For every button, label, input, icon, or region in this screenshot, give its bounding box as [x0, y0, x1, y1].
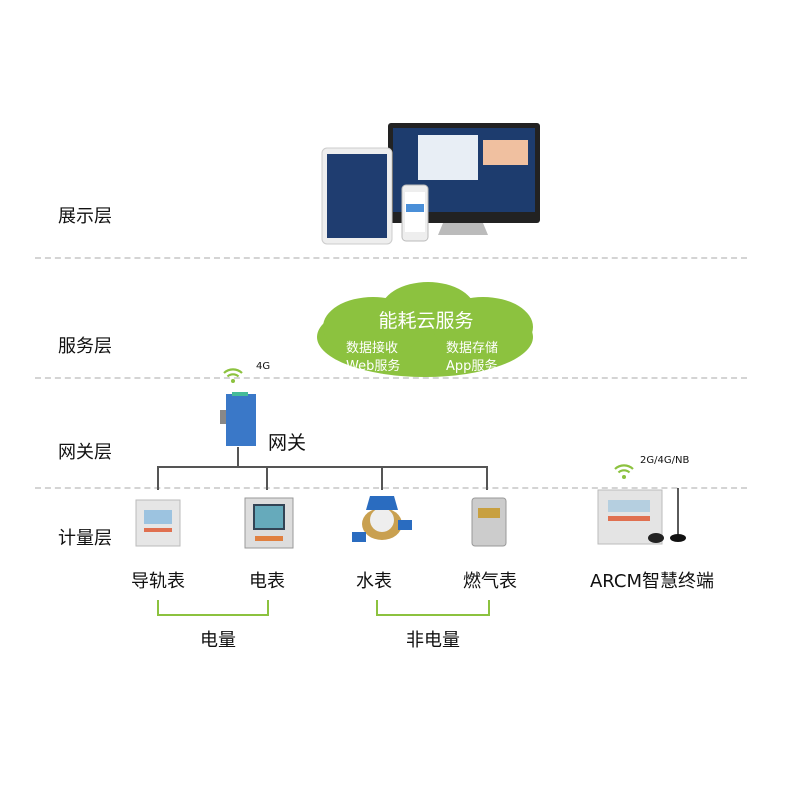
wifi-icon: [614, 464, 634, 479]
terminal-network-label: 2G/4G/NB: [640, 455, 690, 466]
divider: [35, 377, 747, 379]
group-label-electric: 电量: [200, 630, 236, 651]
arcm-terminal-image: [597, 488, 686, 545]
layer-gateway-label: 网关层: [58, 442, 112, 463]
meter-label: 燃气表: [463, 571, 517, 592]
gateway-network-label: 4G: [256, 361, 271, 372]
gateway-device-image: [220, 392, 256, 446]
layer-service-label: 服务层: [58, 336, 112, 357]
display-devices-image: [321, 123, 540, 245]
group-label-non-electric: 非电量: [406, 630, 460, 651]
water-meter-image: [352, 496, 412, 542]
cloud-title: 能耗云服务: [378, 310, 474, 332]
gas-meter-image: [471, 497, 507, 547]
meter-label: 电表: [249, 571, 285, 592]
rail-meter-image: [135, 499, 181, 547]
meter-label: 水表: [356, 571, 392, 592]
divider: [35, 487, 747, 489]
layer-metering-label: 计量层: [58, 528, 112, 549]
gateway-label: 网关: [268, 432, 307, 454]
layer-display-label: 展示层: [58, 206, 112, 227]
cloud-item: 数据接收: [346, 341, 399, 356]
cloud-item: App服务: [446, 359, 498, 374]
cloud-shape: [317, 282, 533, 377]
cloud-item: 数据存储: [446, 341, 499, 356]
divider: [35, 257, 747, 259]
wifi-icon: [223, 368, 243, 383]
panel-meter-image: [244, 497, 294, 549]
terminal-label: ARCM智慧终端: [589, 571, 715, 592]
cloud-item: Web服务: [346, 359, 401, 374]
meter-label: 导轨表: [131, 571, 185, 592]
